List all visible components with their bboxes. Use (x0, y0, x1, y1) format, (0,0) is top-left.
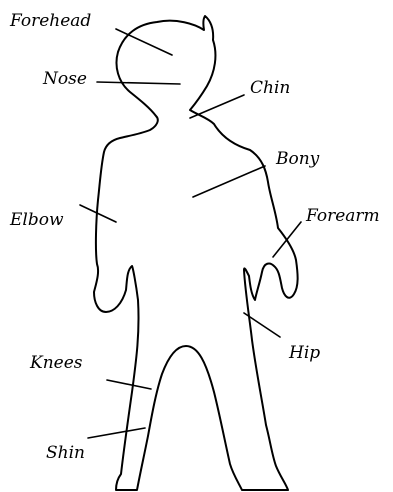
label-chin: Chin (250, 80, 290, 97)
label-knees: Knees (30, 355, 83, 372)
label-bony: Bony (276, 151, 319, 168)
label-shin: Shin (46, 445, 85, 462)
label-elbow: Elbow (10, 212, 64, 229)
label-hip: Hip (289, 345, 320, 362)
nose-leader (97, 82, 180, 84)
label-forehead: Forehead (10, 13, 91, 30)
bony-leader (193, 166, 265, 197)
label-nose: Nose (43, 71, 87, 88)
shin-leader (88, 428, 145, 438)
label-forearm: Forearm (306, 208, 380, 225)
knees-leader (107, 380, 151, 389)
forehead-leader (116, 29, 172, 55)
